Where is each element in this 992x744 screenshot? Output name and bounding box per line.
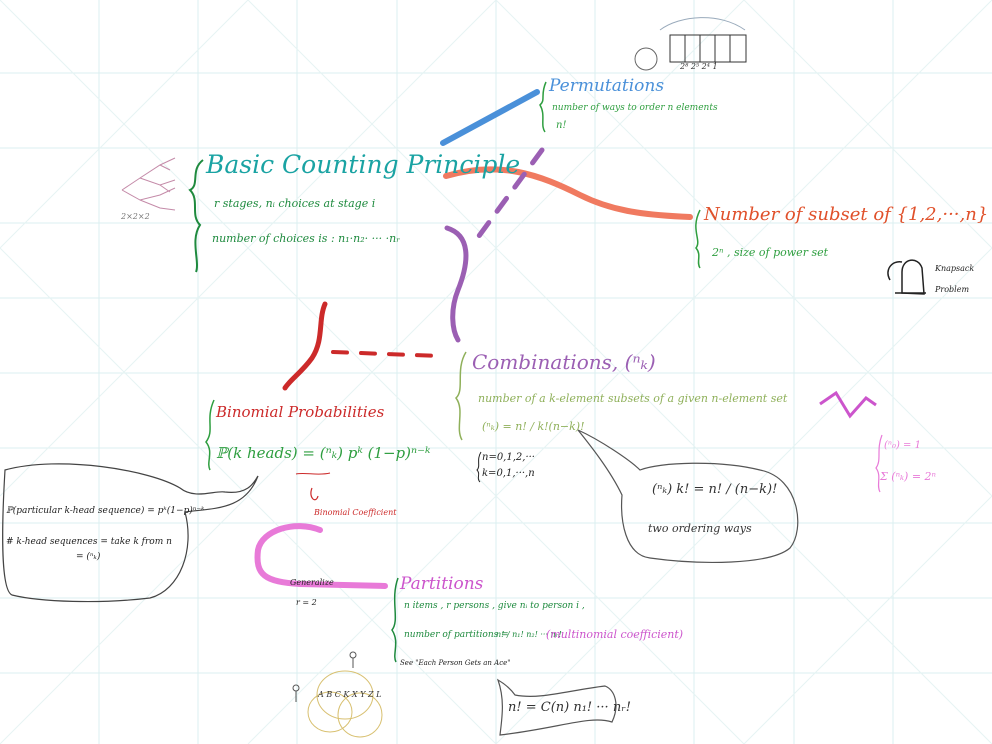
partitions-line1: n items , r persons , give nᵢ to person … [404,601,585,611]
binomial-formula: ℙ(k heads) = (ⁿₖ) pᵏ (1−p)ⁿ⁻ᵏ [216,444,431,462]
combinations-line1: number of a k-element subsets of a given… [478,392,788,405]
venn-letters: A B C K X Y Z L [318,690,382,699]
knapsack-line2: Problem [935,285,970,294]
partitions-line2-prefix: number of partitions = [404,630,509,640]
connector-subsets [443,166,693,220]
subsets-line1: 2ⁿ , size of power set [712,246,829,259]
coefficient-marker [310,487,319,501]
basic-line2: number of choices is : n₁·n₂· ··· ·nᵣ [212,232,401,245]
basic-line1: r stages, nᵢ choices at stage i [214,197,376,210]
tree-label: 2×2×2 [121,212,150,221]
ordering-note-bubble [577,429,799,564]
sum-line2: Σ (ⁿₖ) = 2ⁿ [880,470,936,483]
basic-title: Basic Counting Principle [206,150,521,179]
connector-combinations [444,225,469,343]
partitions-bottom-formula: n! = C(n) n₁! ··· nᵣ! [508,700,631,715]
sum-zigzag [819,390,877,419]
generalize-label: Generalize [290,578,334,587]
permutations-line1: number of ways to order n elements [552,103,718,113]
combinations-range1: n=0,1,2,··· [482,452,535,463]
brace-ranges [476,451,482,483]
brace-subsets [695,209,701,269]
array-labels: 2⁸ 2⁵ 2⁴ 1 [680,62,718,71]
partitions-see: See "Each Person Gets an Ace" [400,659,511,667]
left-note-bubble [2,463,259,603]
connector-permutations [440,89,540,146]
left-note-line3: = (ⁿₖ) [76,552,101,562]
ordering-formula: (ⁿₖ) k! = n! / (n−k)! [652,482,778,497]
subsets-title: Number of subset of {1,2,···,n} [704,204,989,225]
ordering-caption: two ordering ways [648,522,752,535]
brace-permutations [539,81,547,133]
binomial-title: Binomial Probabilities [216,403,385,421]
array-sketch [634,17,747,71]
binomial-underline [295,472,331,475]
connector-permutations-dashed [473,147,545,243]
brace-basic [188,159,204,273]
knapsack-line1: Knapsack [935,264,975,273]
connector-generalize [254,523,388,589]
brace-combinations [454,351,467,441]
combinations-range2: k=0,1,···,n [482,468,535,479]
knapsack-icon [887,259,926,295]
binomial-coefficient-label: Binomial Coefficient [314,508,397,517]
brace-binomial [205,399,215,471]
permutations-line2: n! [556,120,567,131]
brace-partitions [391,577,399,663]
partitions-title: Partitions [400,574,484,594]
sum-line1: (ⁿ₀) = 1 [884,440,921,451]
connector-binomial-dashed [331,350,442,358]
brace-sum [875,434,883,493]
combinations-formula: (ⁿₖ) = n! / k!(n−k)! [482,420,585,433]
bottom-formula-bubble [496,678,617,736]
partitions-line2-suffix: (multinomial coefficient) [546,628,684,641]
combinations-title: Combinations, (ⁿₖ) [472,350,656,374]
left-note-line1: ℙ(particular k-head sequence) = pᵏ(1−p)ⁿ… [6,506,205,516]
partitions-line2-formula: n! / n₁! n₂! ··· nᵣ! [496,630,562,639]
connector-binomial [282,301,328,391]
venn-sketch [292,651,383,738]
generalize-sub: r = 2 [296,598,317,607]
tree-sketch [121,157,176,211]
permutations-title: Permutations [549,76,665,96]
left-note-line2: # k-head sequences = take k from n [6,537,172,547]
